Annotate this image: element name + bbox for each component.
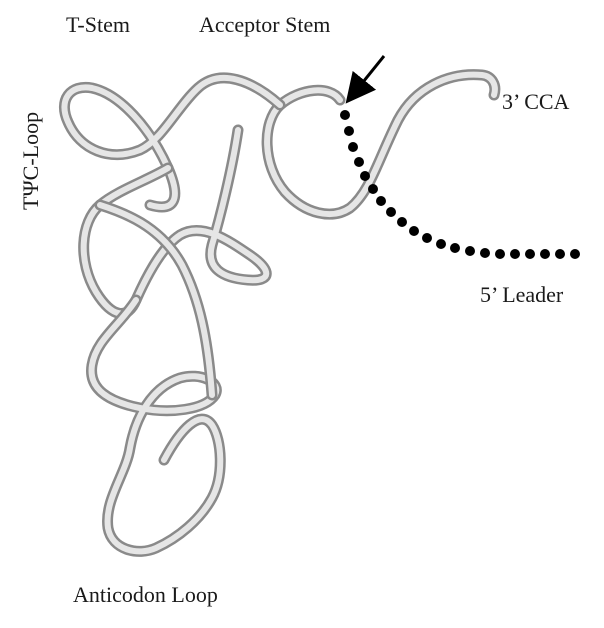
t-stem-label: T-Stem [66, 12, 130, 37]
cleavage-arrow [345, 55, 386, 104]
leader-label: 5’ Leader [480, 282, 564, 307]
tpsic-loop-label: TΨC-Loop [18, 111, 43, 210]
trna-backbone-ribbon [58, 69, 501, 557]
anticodon-loop-label: Anticodon Loop [73, 582, 218, 607]
acceptor-stem-label: Acceptor Stem [199, 12, 331, 37]
cca-label: 3’ CCA [502, 89, 570, 114]
leader-dots [340, 110, 580, 259]
